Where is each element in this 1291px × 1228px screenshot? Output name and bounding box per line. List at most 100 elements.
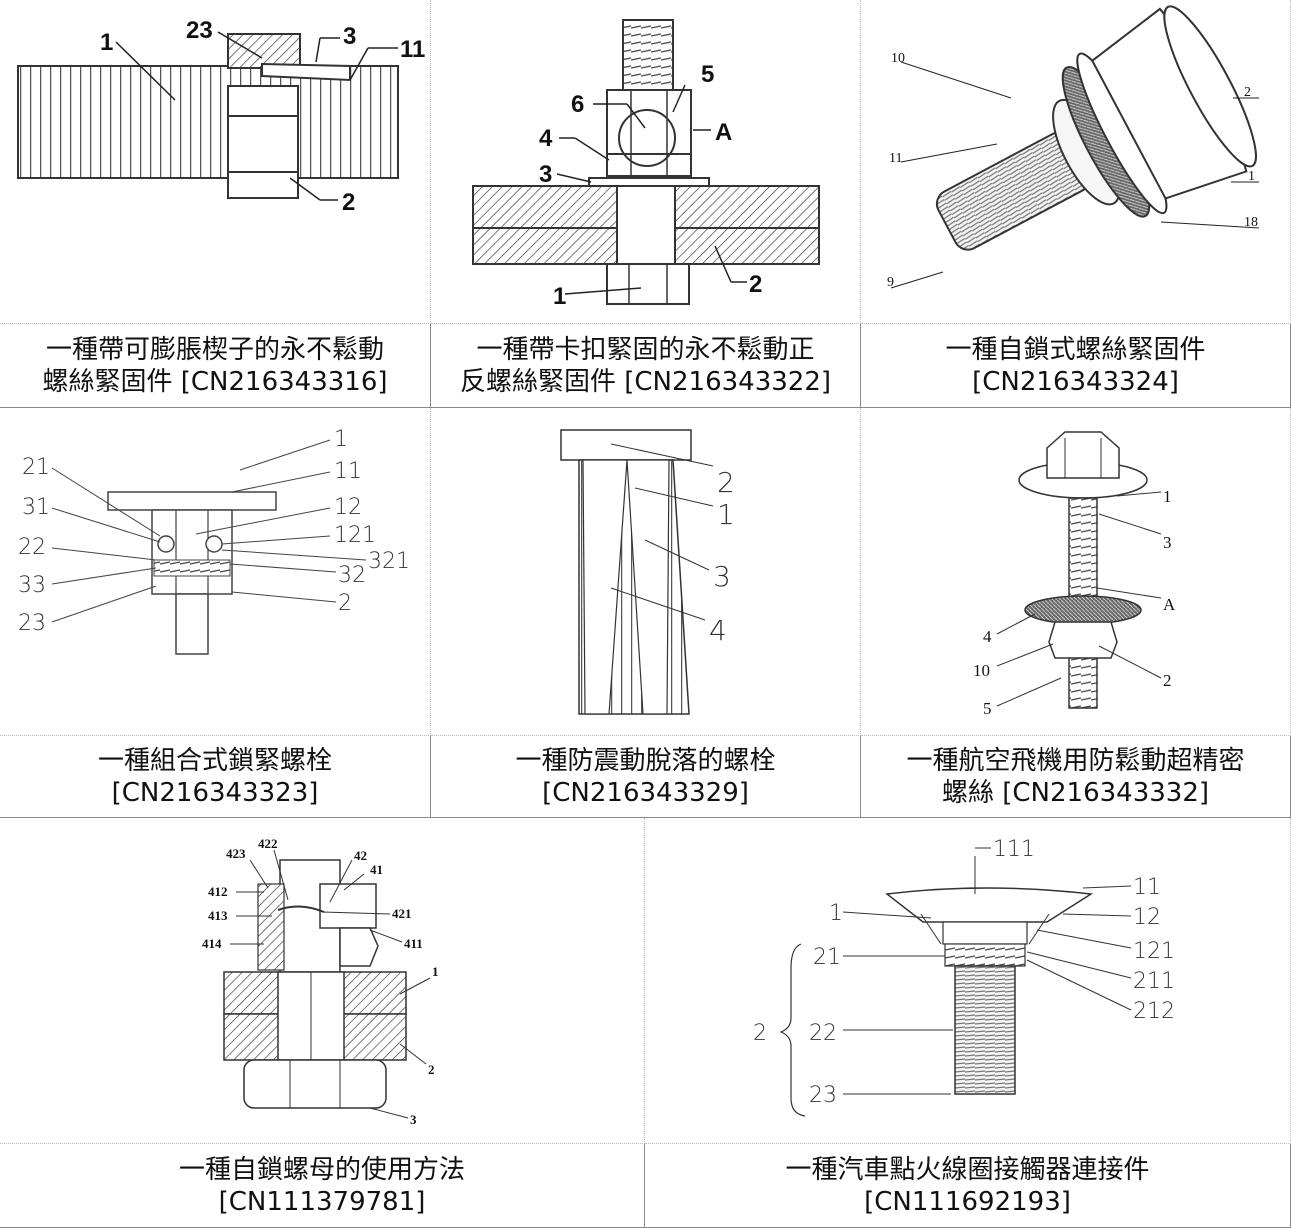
- part-label-A: A: [715, 119, 732, 146]
- part-label-9: 9: [887, 275, 894, 290]
- part-label-121: 121: [1133, 939, 1175, 964]
- part-label-2: 2: [753, 1021, 767, 1046]
- part-label-2: 2: [338, 591, 352, 616]
- part-label-33: 33: [18, 573, 46, 598]
- part-label-414: 414: [202, 936, 222, 951]
- fastener-drawing-7: 423 422 42 41 412 413 421 414 411 1 2 3: [202, 836, 439, 1127]
- part-label-22: 22: [18, 535, 46, 560]
- part-label-3: 3: [713, 560, 731, 593]
- part-label-23: 23: [809, 1083, 837, 1108]
- part-label-1: 1: [432, 964, 439, 979]
- part-label-21: 21: [22, 455, 50, 480]
- part-label-23: 23: [186, 17, 213, 44]
- figure-panel-5: 2 1 3 4: [431, 408, 861, 736]
- figure-panel-2: 5 6 A 4 3 1 2: [431, 0, 861, 324]
- part-label-2: 2: [717, 466, 735, 499]
- figure-panel-6: 1 3 A 4 10 2 5: [861, 408, 1291, 736]
- part-label-4: 4: [983, 627, 992, 646]
- caption-8-line1: 一種汽車點火線圈接觸器連接件: [785, 1154, 1150, 1185]
- part-label-421: 421: [392, 906, 412, 921]
- caption-1-line1: 一種帶可膨脹楔子的永不鬆動: [45, 334, 384, 365]
- part-label-212: 212: [1133, 999, 1175, 1024]
- part-label-10: 10: [891, 51, 905, 66]
- caption-8: 一種汽車點火線圈接觸器連接件 [CN111692193]: [645, 1144, 1291, 1228]
- part-label-2: 2: [1244, 85, 1251, 100]
- part-label-2: 2: [749, 271, 762, 298]
- caption-5: 一種防震動脫落的螺栓 [CN216343329]: [431, 736, 861, 818]
- caption-1: 一種帶可膨脹楔子的永不鬆動 螺絲緊固件 [CN216343316]: [0, 324, 431, 408]
- part-label-11: 11: [889, 151, 902, 166]
- figure-panel-4: 1 21 11 31 12 121 22 321 32 33 2 23: [0, 408, 431, 736]
- caption-3-line2: [CN216343324]: [972, 366, 1179, 397]
- fastener-drawing-4: 1 21 11 31 12 121 22 321 32 33 2 23: [18, 427, 410, 655]
- part-label-6: 6: [571, 91, 584, 118]
- caption-2-line1: 一種帶卡扣緊固的永不鬆動正: [476, 334, 815, 365]
- caption-1-line2: 螺絲緊固件 [CN216343316]: [42, 366, 388, 397]
- part-label-2: 2: [342, 189, 355, 216]
- part-label-23: 23: [18, 611, 46, 636]
- part-label-1: 1: [829, 901, 843, 926]
- part-label-3: 3: [343, 23, 356, 50]
- part-label-1: 1: [100, 29, 113, 56]
- fastener-drawing-5: 2 1 3 4: [560, 429, 735, 715]
- part-label-A: A: [1163, 595, 1176, 614]
- part-label-11: 11: [400, 36, 425, 63]
- part-label-3: 3: [1163, 533, 1172, 552]
- part-label-2: 2: [1163, 671, 1172, 690]
- caption-6: 一種航空飛機用防鬆動超精密 螺絲 [CN216343332]: [861, 736, 1291, 818]
- part-label-413: 413: [208, 908, 228, 923]
- part-label-41: 41: [370, 862, 383, 877]
- fastener-drawing-2: 5 6 A 4 3 1 2: [472, 19, 820, 310]
- caption-7: 一種自鎖螺母的使用方法 [CN111379781]: [0, 1144, 645, 1228]
- part-label-11: 11: [334, 459, 362, 484]
- part-label-18: 18: [1244, 215, 1258, 230]
- part-label-211: 211: [1133, 969, 1175, 994]
- figure-panel-7: 423 422 42 41 412 413 421 414 411 1 2 3: [0, 818, 645, 1144]
- caption-4: 一種組合式鎖緊螺栓 [CN216343323]: [0, 736, 431, 818]
- part-label-32: 32: [338, 563, 366, 588]
- caption-6-line1: 一種航空飛機用防鬆動超精密: [906, 745, 1245, 776]
- fastener-drawing-3: 10 2 11 1 18 9: [887, 5, 1260, 290]
- caption-2: 一種帶卡扣緊固的永不鬆動正 反螺絲緊固件 [CN216343322]: [431, 324, 861, 408]
- part-label-4: 4: [709, 614, 727, 647]
- figure-panel-1: 1 23 3 11 2: [0, 0, 431, 324]
- caption-5-line1: 一種防震動脫落的螺栓: [515, 745, 776, 776]
- part-label-111: 111: [993, 837, 1035, 862]
- part-label-42: 42: [354, 848, 367, 863]
- part-label-1: 1: [1163, 487, 1172, 506]
- part-label-121: 121: [334, 523, 376, 548]
- part-label-1: 1: [553, 283, 566, 310]
- caption-7-line1: 一種自鎖螺母的使用方法: [178, 1154, 465, 1185]
- fastener-drawing-6: 1 3 A 4 10 2 5: [973, 431, 1176, 718]
- part-label-321: 321: [368, 549, 410, 574]
- caption-7-line2: [CN111379781]: [218, 1186, 426, 1217]
- caption-8-line2: [CN111692193]: [864, 1186, 1071, 1217]
- part-label-3: 3: [539, 161, 552, 188]
- part-label-1: 1: [334, 427, 348, 452]
- part-label-22: 22: [809, 1021, 837, 1046]
- part-label-21: 21: [813, 945, 841, 970]
- part-label-11: 11: [1133, 875, 1161, 900]
- caption-4-line2: [CN216343323]: [111, 777, 319, 808]
- part-label-5: 5: [983, 699, 992, 718]
- part-label-423: 423: [226, 846, 246, 861]
- part-label-1: 1: [717, 498, 735, 531]
- caption-4-line1: 一種組合式鎖緊螺栓: [97, 745, 332, 776]
- part-label-12: 12: [334, 495, 362, 520]
- part-label-10: 10: [973, 661, 990, 680]
- caption-2-line2: 反螺絲緊固件 [CN216343322]: [459, 366, 832, 397]
- caption-3-line1: 一種自鎖式螺絲緊固件: [945, 334, 1206, 365]
- part-label-422: 422: [258, 836, 278, 851]
- caption-3: 一種自鎖式螺絲緊固件 [CN216343324]: [861, 324, 1291, 408]
- part-label-12: 12: [1133, 905, 1161, 930]
- part-label-31: 31: [22, 495, 50, 520]
- figure-panel-3: 10 2 11 1 18 9: [861, 0, 1291, 324]
- part-label-2: 2: [428, 1062, 435, 1077]
- part-label-5: 5: [701, 61, 714, 88]
- part-label-1: 1: [1248, 169, 1255, 184]
- caption-6-line2: 螺絲 [CN216343332]: [941, 777, 1210, 808]
- caption-5-line2: [CN216343329]: [542, 777, 749, 808]
- fastener-drawing-1: 1 23 3 11 2: [17, 17, 425, 216]
- part-label-412: 412: [208, 884, 228, 899]
- part-label-411: 411: [404, 936, 423, 951]
